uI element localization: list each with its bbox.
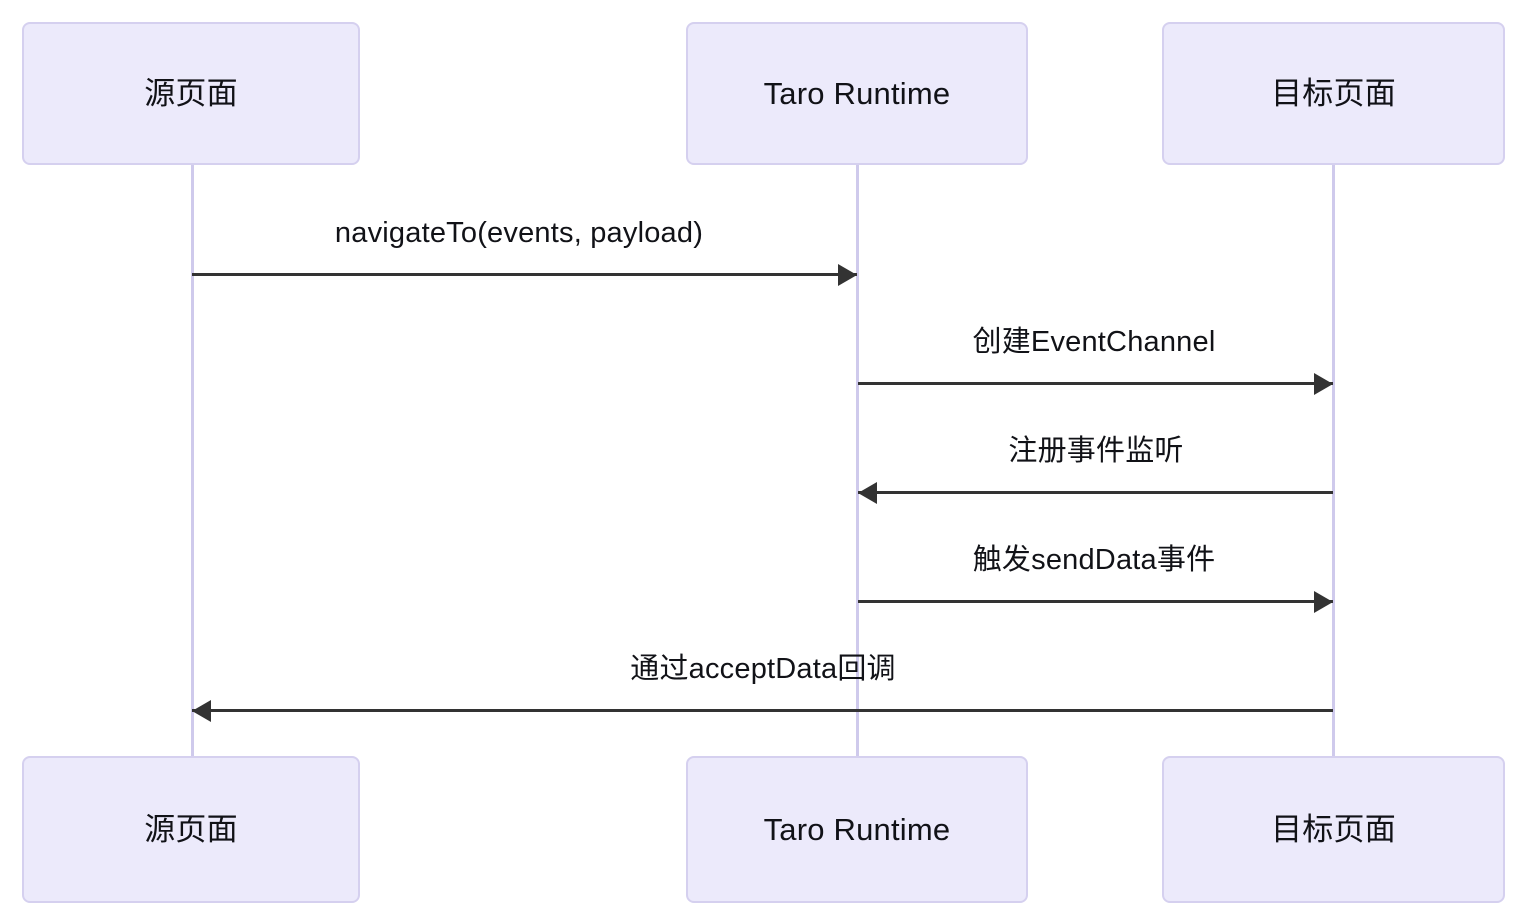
arrow-head-icon-3 (858, 481, 877, 504)
lifeline-target (1332, 165, 1335, 756)
message-label-2: 创建EventChannel (972, 326, 1216, 358)
participant-box-runtime-top[interactable]: Taro Runtime (686, 22, 1028, 165)
arrow-head-icon-4 (1314, 590, 1333, 613)
message-line-1 (192, 273, 857, 276)
message-label-3: 注册事件监听 (1008, 435, 1184, 467)
message-line-2 (858, 382, 1333, 385)
message-line-3 (858, 491, 1333, 494)
participant-label-runtime-top: Taro Runtime (763, 76, 951, 111)
arrow-head-icon-1 (838, 263, 857, 286)
arrow-head-icon-5 (192, 699, 211, 722)
arrow-head-icon-2 (1314, 372, 1333, 395)
participant-label-target-top: 目标页面 (1271, 76, 1396, 111)
participant-box-target-top[interactable]: 目标页面 (1162, 22, 1505, 165)
participant-box-target-bottom[interactable]: 目标页面 (1162, 756, 1505, 903)
lifeline-source (191, 165, 194, 756)
message-label-1: navigateTo(events, payload) (334, 217, 704, 249)
message-line-4 (858, 600, 1333, 603)
message-line-5 (192, 709, 1333, 712)
participant-label-source-bottom: 源页面 (144, 812, 238, 847)
participant-label-target-bottom: 目标页面 (1271, 812, 1396, 847)
lifeline-runtime (856, 165, 859, 756)
message-label-4: 触发sendData事件 (972, 544, 1216, 576)
participant-box-source-bottom[interactable]: 源页面 (22, 756, 360, 903)
message-label-5: 通过acceptData回调 (630, 653, 896, 685)
participant-label-runtime-bottom: Taro Runtime (763, 812, 951, 847)
participant-label-source-top: 源页面 (144, 76, 238, 111)
participant-box-source-top[interactable]: 源页面 (22, 22, 360, 165)
participant-box-runtime-bottom[interactable]: Taro Runtime (686, 756, 1028, 903)
